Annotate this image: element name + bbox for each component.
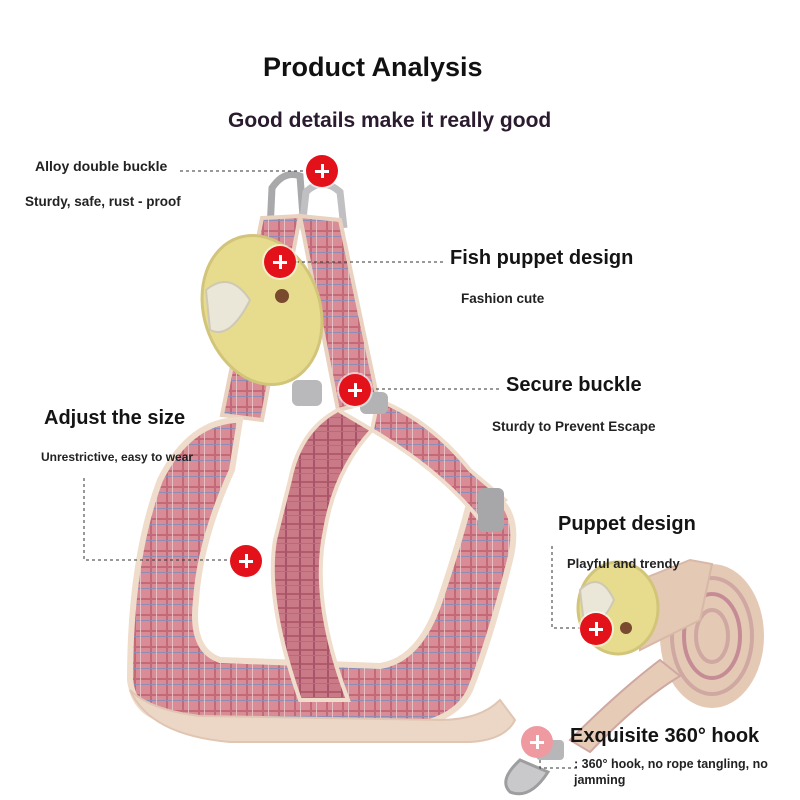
feature-hook-desc: : 360° hook, no rope tangling, no jammin…	[574, 757, 768, 787]
harness-front-strap	[126, 416, 517, 732]
page-subtitle: Good details make it really good	[228, 109, 552, 132]
feature-hook-title: Exquisite 360° hook	[570, 725, 760, 747]
page-title: Product Analysis	[263, 52, 483, 82]
feature-secure-buckle-desc: Sturdy to Prevent Escape	[492, 419, 656, 434]
harness-cross-strap	[270, 407, 376, 702]
plus-marker-icon[interactable]	[521, 726, 553, 758]
fish-puppet	[200, 234, 324, 386]
feature-secure-buckle-title: Secure buckle	[506, 374, 642, 396]
feature-adjust-size-title: Adjust the size	[44, 407, 186, 429]
plus-marker-icon[interactable]	[580, 613, 612, 645]
harness-bottom-band	[129, 689, 517, 743]
plus-marker-icon[interactable]	[339, 374, 371, 406]
feature-adjust-size-desc: Unrestrictive, easy to wear	[41, 450, 194, 464]
feature-fish-puppet-desc: Fashion cute	[461, 291, 545, 306]
feature-alloy-buckle-desc: Sturdy, safe, rust - proof	[25, 194, 181, 209]
feature-puppet-design-desc: Playful and trendy	[567, 556, 680, 571]
plus-marker-icon[interactable]	[264, 246, 296, 278]
plus-marker-icon[interactable]	[306, 155, 338, 187]
leash-coil	[568, 558, 764, 754]
feature-puppet-design-title: Puppet design	[558, 513, 696, 535]
feature-fish-puppet-title: Fish puppet design	[450, 247, 634, 269]
plus-marker-icon[interactable]	[230, 545, 262, 577]
feature-alloy-buckle-title: Alloy double buckle	[35, 158, 168, 174]
